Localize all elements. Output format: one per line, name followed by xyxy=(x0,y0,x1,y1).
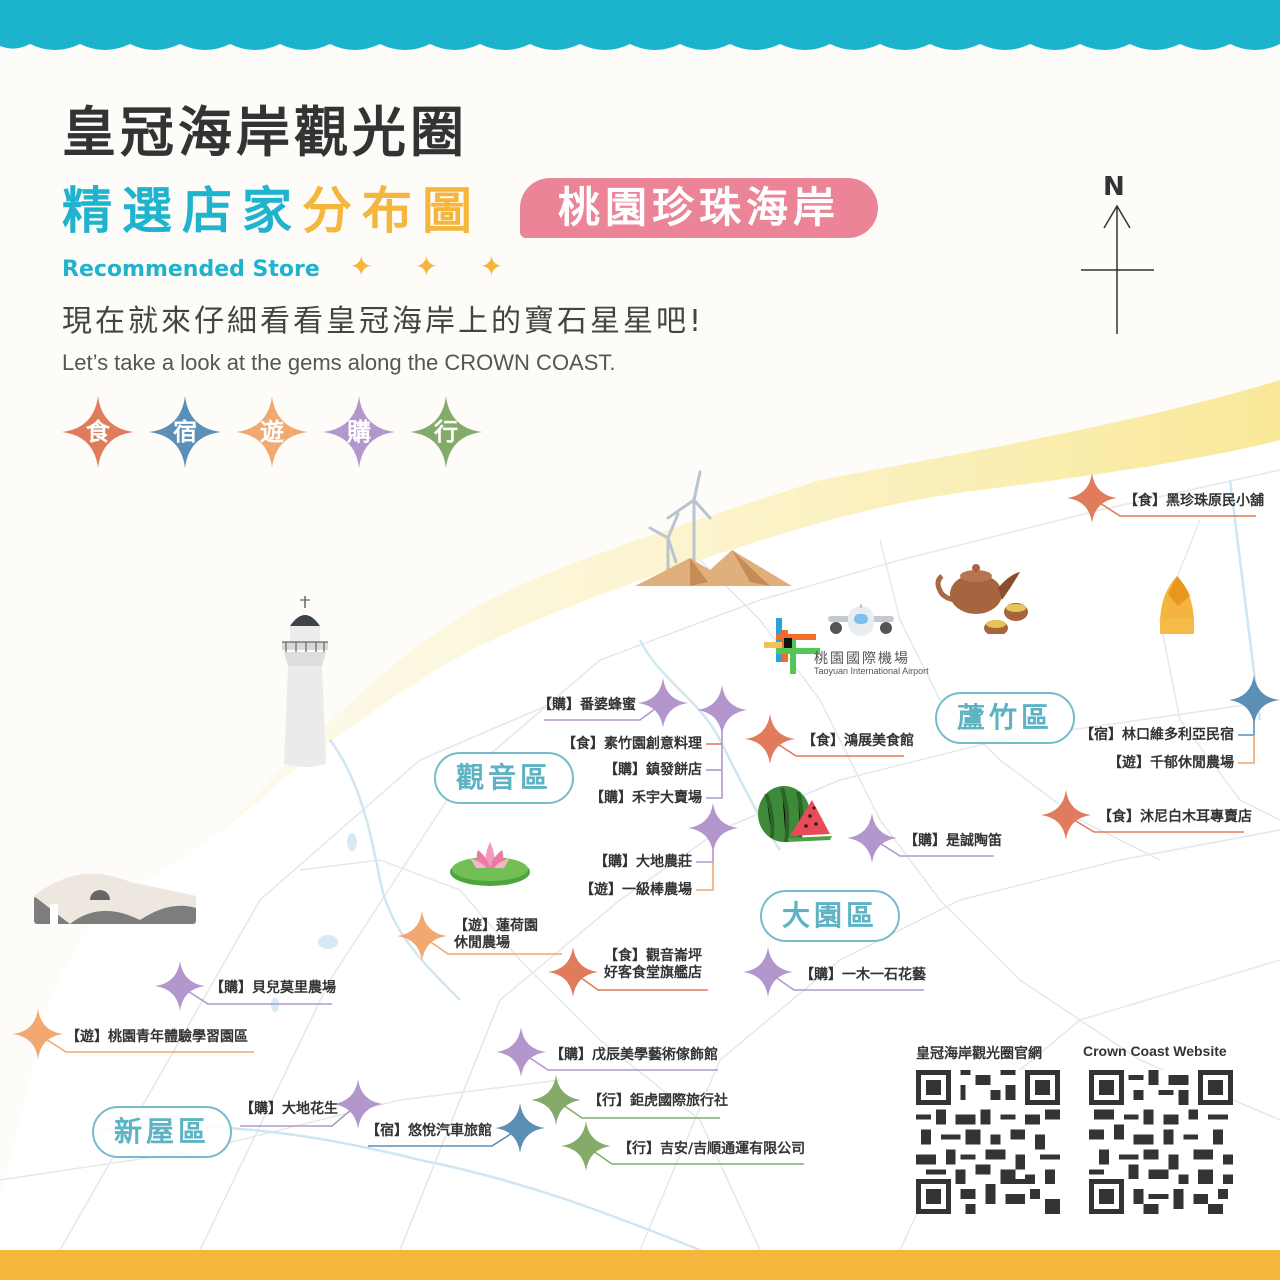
store-label[interactable]: 【食】鴻展美食館 xyxy=(802,733,914,749)
airport-name-en: Taoyuan International Airport xyxy=(814,666,929,676)
store-label[interactable]: 【宿】林口維多利亞民宿 xyxy=(1080,727,1234,743)
legend-label: 購 xyxy=(347,418,371,446)
bamboo-shoot-illustration xyxy=(1160,576,1194,634)
legend-label: 行 xyxy=(434,418,458,446)
recommended-store-text: Recommended Store xyxy=(62,257,320,282)
store-label[interactable]: 【購】一木一石花藝 xyxy=(800,967,926,983)
store-label[interactable]: 【購】戊辰美學藝術傢飾館 xyxy=(550,1047,718,1063)
qr-code-crown-coast-website[interactable] xyxy=(1089,1070,1233,1214)
qr-title-en: Crown Coast Website xyxy=(1083,1043,1227,1059)
district-luzhu[interactable]: 蘆竹區 xyxy=(935,692,1075,744)
watermelon-illustration xyxy=(758,786,832,843)
qr-code-official-site[interactable] xyxy=(916,1070,1060,1214)
sparkle-icon: ✦ xyxy=(479,250,504,283)
airport-name-zh: 桃園國際機場 xyxy=(814,651,910,667)
legend-transport: 行 xyxy=(410,396,482,468)
store-label[interactable]: 【購】大地花生 xyxy=(240,1101,338,1117)
sparkle-icon: ✦ xyxy=(349,250,373,283)
store-label[interactable]: 【行】吉安/吉順通運有限公司 xyxy=(618,1141,806,1157)
legend-shopping: 購 xyxy=(323,396,395,468)
store-label[interactable]: 【遊】一級棒農場 xyxy=(580,882,692,898)
store-label[interactable]: 【行】鉅虎國際旅行社 xyxy=(588,1093,728,1109)
star-icon xyxy=(149,396,221,468)
page-title: 皇冠海岸觀光圈 xyxy=(62,101,468,164)
store-label[interactable]: 【食】沐尼白木耳專賣店 xyxy=(1098,809,1252,825)
lighthouse-illustration xyxy=(282,596,328,767)
region-badge: 桃園珍珠海岸 xyxy=(520,178,878,238)
store-label[interactable]: 【食】黑珍珠原民小舖 xyxy=(1124,493,1264,509)
store-label[interactable]: 【購】禾宇大賣場 xyxy=(590,790,702,806)
store-label[interactable]: 【食】素竹園創意料理 xyxy=(562,736,702,752)
star-icon xyxy=(236,396,308,468)
store-label[interactable]: 【宿】悠悅汽車旅館 xyxy=(366,1123,492,1139)
bridge-illustration xyxy=(34,873,196,924)
page-subtitle: 精選店家分布圖 xyxy=(62,180,482,242)
star-marker-food xyxy=(1067,473,1117,523)
district-guanyin[interactable]: 觀音區 xyxy=(434,752,574,804)
store-label-line: 【遊】蓮荷園 xyxy=(454,918,538,934)
compass-arrow-icon xyxy=(1081,204,1154,334)
store-label[interactable]: 【購】鎮發餅店 xyxy=(604,762,702,778)
store-label[interactable]: 【遊】蓮荷園 休閒農場 xyxy=(454,918,538,952)
slogan-chinese: 現在就來仔細看看皇冠海岸上的寶石星星吧! xyxy=(62,304,705,339)
district-dayuan[interactable]: 大園區 xyxy=(760,890,900,942)
legend-label: 宿 xyxy=(173,418,197,446)
store-label[interactable]: 【遊】千郁休閒農場 xyxy=(1108,755,1234,771)
subtitle-yellow-part: 分布圖 xyxy=(302,182,482,240)
store-label[interactable]: 【食】觀音崙坪 好客食堂旗艦店 xyxy=(604,948,702,982)
legend-lodging: 宿 xyxy=(149,396,221,468)
compass-north-label: N xyxy=(1103,172,1125,202)
teapot-illustration xyxy=(935,564,1028,634)
store-label-line: 好客食堂旗艦店 xyxy=(604,965,702,981)
star-icon xyxy=(410,396,482,468)
store-label[interactable]: 【購】是誠陶笛 xyxy=(904,833,1002,849)
legend-label: 遊 xyxy=(260,418,284,446)
legend-leisure: 遊 xyxy=(236,396,308,468)
recommended-store-label: Recommended Store ✦ ✦ ✦ xyxy=(62,250,503,283)
sparkle-icon: ✦ xyxy=(414,250,439,283)
top-wave-border xyxy=(0,0,1280,50)
qr-title-zh: 皇冠海岸觀光圈官網 xyxy=(916,1046,1042,1062)
store-label-line: 【食】觀音崙坪 xyxy=(604,948,702,964)
store-label[interactable]: 【購】番婆蜂蜜 xyxy=(538,697,636,713)
legend-food: 食 xyxy=(62,396,134,468)
store-label[interactable]: 【遊】桃園青年體驗學習園區 xyxy=(66,1029,248,1045)
store-label-line: 休閒農場 xyxy=(454,935,510,951)
slogan-english: Let’s take a look at the gems along the … xyxy=(62,350,616,375)
legend-label: 食 xyxy=(86,418,110,446)
bottom-bar xyxy=(0,1250,1280,1280)
store-label[interactable]: 【購】貝兒莫里農場 xyxy=(210,980,336,996)
lotus-illustration xyxy=(450,842,530,886)
store-label[interactable]: 【購】大地農莊 xyxy=(594,854,692,870)
star-icon xyxy=(62,396,134,468)
subtitle-blue-part: 精選店家 xyxy=(62,182,302,240)
airport-logo-icon xyxy=(764,604,894,674)
district-xinwu[interactable]: 新屋區 xyxy=(92,1106,232,1158)
wind-turbine-dunes-illustration xyxy=(635,470,792,586)
star-icon xyxy=(323,396,395,468)
